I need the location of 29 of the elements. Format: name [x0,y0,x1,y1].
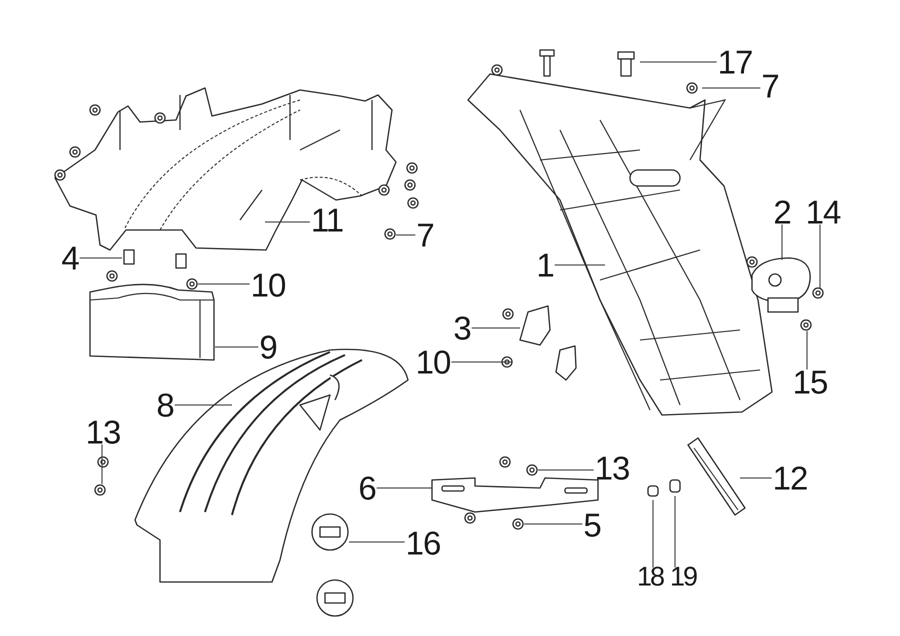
callout-number: 18 [636,564,664,590]
leader-line [554,264,606,266]
callout-number: 10 [250,268,286,302]
callout-number: 12 [772,462,808,494]
callout-number: 7 [415,218,435,252]
callout-number: 3 [452,312,472,344]
callout-number: 7 [760,70,780,102]
callout-number: 11 [310,204,344,236]
callout-number: 19 [668,564,698,590]
callout-number: 17 [716,46,754,78]
callout-number: 14 [804,196,842,228]
callout-number: 15 [792,366,828,398]
callout-number: 13 [84,416,122,448]
callout-number: 13 [594,452,630,484]
leader-line [214,346,259,348]
callout-number: 16 [404,526,442,560]
leader-line [174,404,232,406]
callout-number: 1 [535,248,555,282]
callout-number: 5 [582,508,602,542]
callout-number: 9 [258,330,278,364]
callout-number: 6 [357,472,377,504]
leader-line [652,500,654,568]
callout-number: 4 [60,242,80,274]
leader-line [806,330,808,370]
callout-number: 2 [772,196,792,228]
leader-line [396,234,416,236]
leader-line [674,496,676,568]
callout-number: 10 [414,346,452,378]
callout-number: 8 [155,388,175,422]
